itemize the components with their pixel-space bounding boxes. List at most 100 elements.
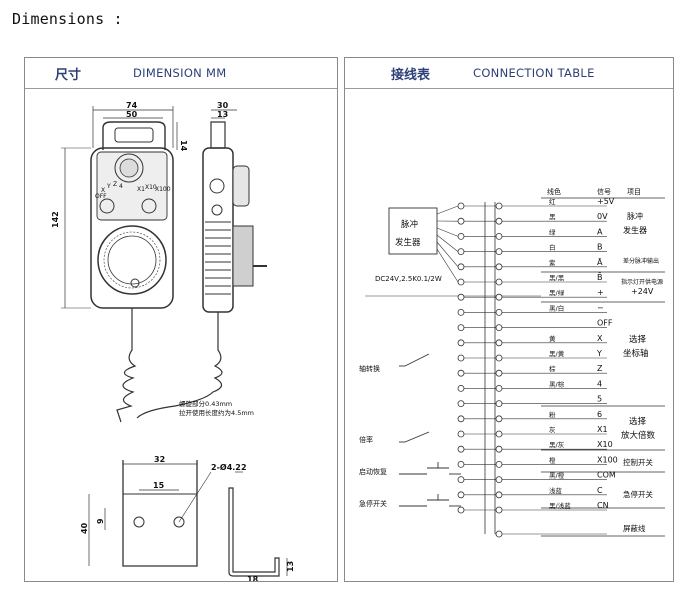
dim-thickness: 2 <box>241 463 247 472</box>
side-ribs <box>205 221 231 295</box>
dim-width-inner: 50 <box>126 110 138 119</box>
dim-handle: 14 <box>179 140 188 152</box>
terminal-right <box>495 232 503 240</box>
terminal-right <box>495 491 503 499</box>
row-wire-color: 黑/黑 <box>549 274 565 282</box>
terminal-left <box>457 278 465 286</box>
terminal-left <box>457 339 465 347</box>
terminal-right <box>495 400 503 408</box>
mult-label-x100: X100 <box>155 186 171 193</box>
row-signal: CN <box>597 501 609 510</box>
dim-hole-spacing: 15 <box>153 481 165 490</box>
dim-hole-label: 2-Ø4.2 <box>211 462 241 472</box>
row-wire-color: 红 <box>549 197 556 206</box>
terminal-right <box>495 324 503 332</box>
terminal-left <box>457 384 465 392</box>
pulse-box-line1: 脉冲 <box>401 219 418 230</box>
terminal-right <box>495 217 503 225</box>
terminal-right <box>495 248 503 256</box>
control-plate <box>96 151 168 221</box>
item-shield: 屏蔽线 <box>623 523 646 533</box>
knob-label-off: OFF <box>95 193 107 200</box>
col-header-signal: 信号 <box>597 187 611 196</box>
item-com: 控制开关 <box>623 457 653 467</box>
row-wire-color: 紫 <box>549 259 556 267</box>
cable-note-2: 拉开使用长度约为4.5mm <box>179 408 254 417</box>
dim-bracket-width: 32 <box>154 455 165 464</box>
terminal-right <box>495 415 503 423</box>
terminal-left <box>457 400 465 408</box>
dim-side-depth: 30 <box>217 101 229 110</box>
dimension-panel: 尺寸 DIMENSION MM 74 50 14 X Y Z 4 OFF <box>24 57 338 582</box>
terminal-left <box>457 293 465 301</box>
row-wire-color: 黑/黄 <box>549 349 565 358</box>
dimension-header: 尺寸 DIMENSION MM <box>25 58 337 89</box>
knob-label-x: X <box>101 187 105 194</box>
terminal-right <box>495 430 503 438</box>
page-heading: Dimensions : <box>12 10 123 28</box>
terminal-left <box>457 415 465 423</box>
handwheel <box>97 225 167 295</box>
item-diff: 差分脉冲输出 <box>623 257 659 265</box>
knob-label-y: Y <box>106 183 111 190</box>
terminal-right <box>495 506 503 514</box>
terminal-left <box>457 369 465 377</box>
mult-switch-label: 倍率 <box>359 435 373 444</box>
row-wire-color: 白 <box>549 243 556 252</box>
row-wire-color: 绿 <box>549 227 556 236</box>
terminal-right <box>495 445 503 453</box>
row-signal: 5 <box>597 395 602 404</box>
terminal-left <box>457 232 465 240</box>
terminal-left <box>457 248 465 256</box>
side-knob <box>232 165 250 207</box>
row-wire-color: 灰 <box>549 425 556 434</box>
row-wire-color: 黄 <box>549 334 556 343</box>
terminal-left <box>457 460 465 468</box>
item-mult-1: 选择 <box>629 416 647 427</box>
pulse-lead <box>436 241 459 267</box>
pulse-generator-box <box>388 207 438 255</box>
row-signal: B̄ <box>597 272 603 282</box>
terminal-right <box>495 263 503 271</box>
item-pulse-1: 脉冲 <box>627 211 643 221</box>
terminal-left <box>457 506 465 514</box>
item-led-2: +24V <box>631 287 654 296</box>
terminal-right <box>495 293 503 301</box>
mult-select-knob <box>141 198 157 214</box>
bracket-side <box>228 487 280 577</box>
row-wire-color: 黑 <box>549 213 556 221</box>
row-signal: 4 <box>597 379 602 388</box>
dim-bracket-height: 40 <box>80 522 89 534</box>
col-header-item: 项目 <box>627 188 641 196</box>
dim-base: 18 <box>247 575 259 581</box>
dim-top-offset: 9 <box>96 518 105 524</box>
row-wire-color: 粉 <box>549 410 556 419</box>
dim-side-inner: 13 <box>217 110 228 119</box>
power-label: DC24V,2.5K0.1/2W <box>375 275 442 283</box>
handle-outline <box>102 121 166 150</box>
axis-knob <box>114 153 144 183</box>
handle-slot <box>114 127 154 143</box>
pulse-box-line2: 发生器 <box>395 237 421 248</box>
terminal-right <box>495 354 503 362</box>
estop-label: 急停开关 <box>359 499 387 508</box>
row-signal: Ā <box>597 257 603 267</box>
row-signal: 0V <box>597 212 608 221</box>
knob-label-z: Z <box>113 181 117 188</box>
knob-label-4: 4 <box>119 183 123 190</box>
row-signal: 6 <box>597 410 602 419</box>
terminal-left <box>457 308 465 316</box>
dimension-title-en: DIMENSION MM <box>133 66 227 80</box>
connection-panel: 接线表 CONNECTION TABLE 线色 信号 项目 脉冲 发生器 DC2… <box>344 57 674 582</box>
row-signal: + <box>597 288 604 297</box>
mult-label-x1: X1 <box>137 186 145 193</box>
pulse-lead <box>436 234 459 252</box>
row-signal: COM <box>597 471 616 480</box>
terminal-left <box>457 354 465 362</box>
terminal-right <box>495 460 503 468</box>
row-signal: X <box>597 334 603 343</box>
pulse-lead <box>436 227 459 237</box>
wheel-grip <box>130 278 140 288</box>
terminal-left <box>457 445 465 453</box>
row-wire-color: 黑/绿 <box>549 288 565 297</box>
